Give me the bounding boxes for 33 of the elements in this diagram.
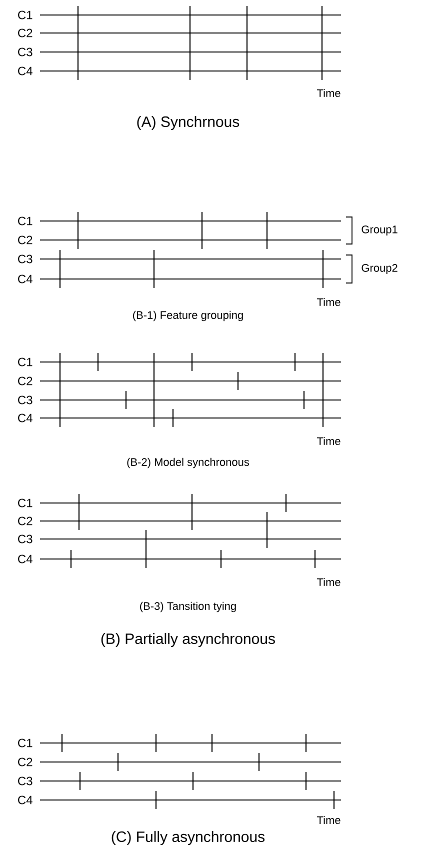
panel-caption: (C) Fully asynchronous [112,831,265,845]
panel-caption: (B-2) Model synchronous [127,458,250,468]
row-label: C2 [18,236,32,244]
panel-caption: (A) Synchrnous [137,116,240,130]
row-label: C1 [18,498,32,508]
row-label: C2 [18,376,32,386]
axis-label: Time [317,436,340,446]
group-label: Group1 [362,226,398,236]
row-label: C1 [18,10,32,20]
row-label: C4 [18,554,32,564]
row-label: C2 [18,28,32,38]
row-label: C3 [18,534,32,544]
row-label: C3 [18,396,32,404]
axis-label: Time [317,298,340,306]
row-label: C3 [18,776,32,786]
panel-caption: (B) Partially asynchronous [101,633,275,647]
row-label: C2 [18,758,32,766]
axis-label: Time [317,578,340,586]
group-label: Group2 [362,264,398,274]
axis-label: Time [317,88,340,98]
row-label: C4 [18,274,32,284]
row-label: C2 [18,516,32,526]
row-label: C4 [18,796,32,804]
row-label: C1 [18,358,32,366]
axis-label: Time [317,816,340,824]
panel-caption: (B-3) Tansition tying [140,602,236,612]
row-label: C1 [18,216,32,226]
row-label: C4 [18,66,32,76]
row-label: C3 [18,48,32,56]
row-label: C3 [18,254,32,264]
row-label: C4 [18,414,32,422]
row-label: C1 [18,738,32,748]
panel-caption: (B-1) Feature grouping [133,310,243,322]
